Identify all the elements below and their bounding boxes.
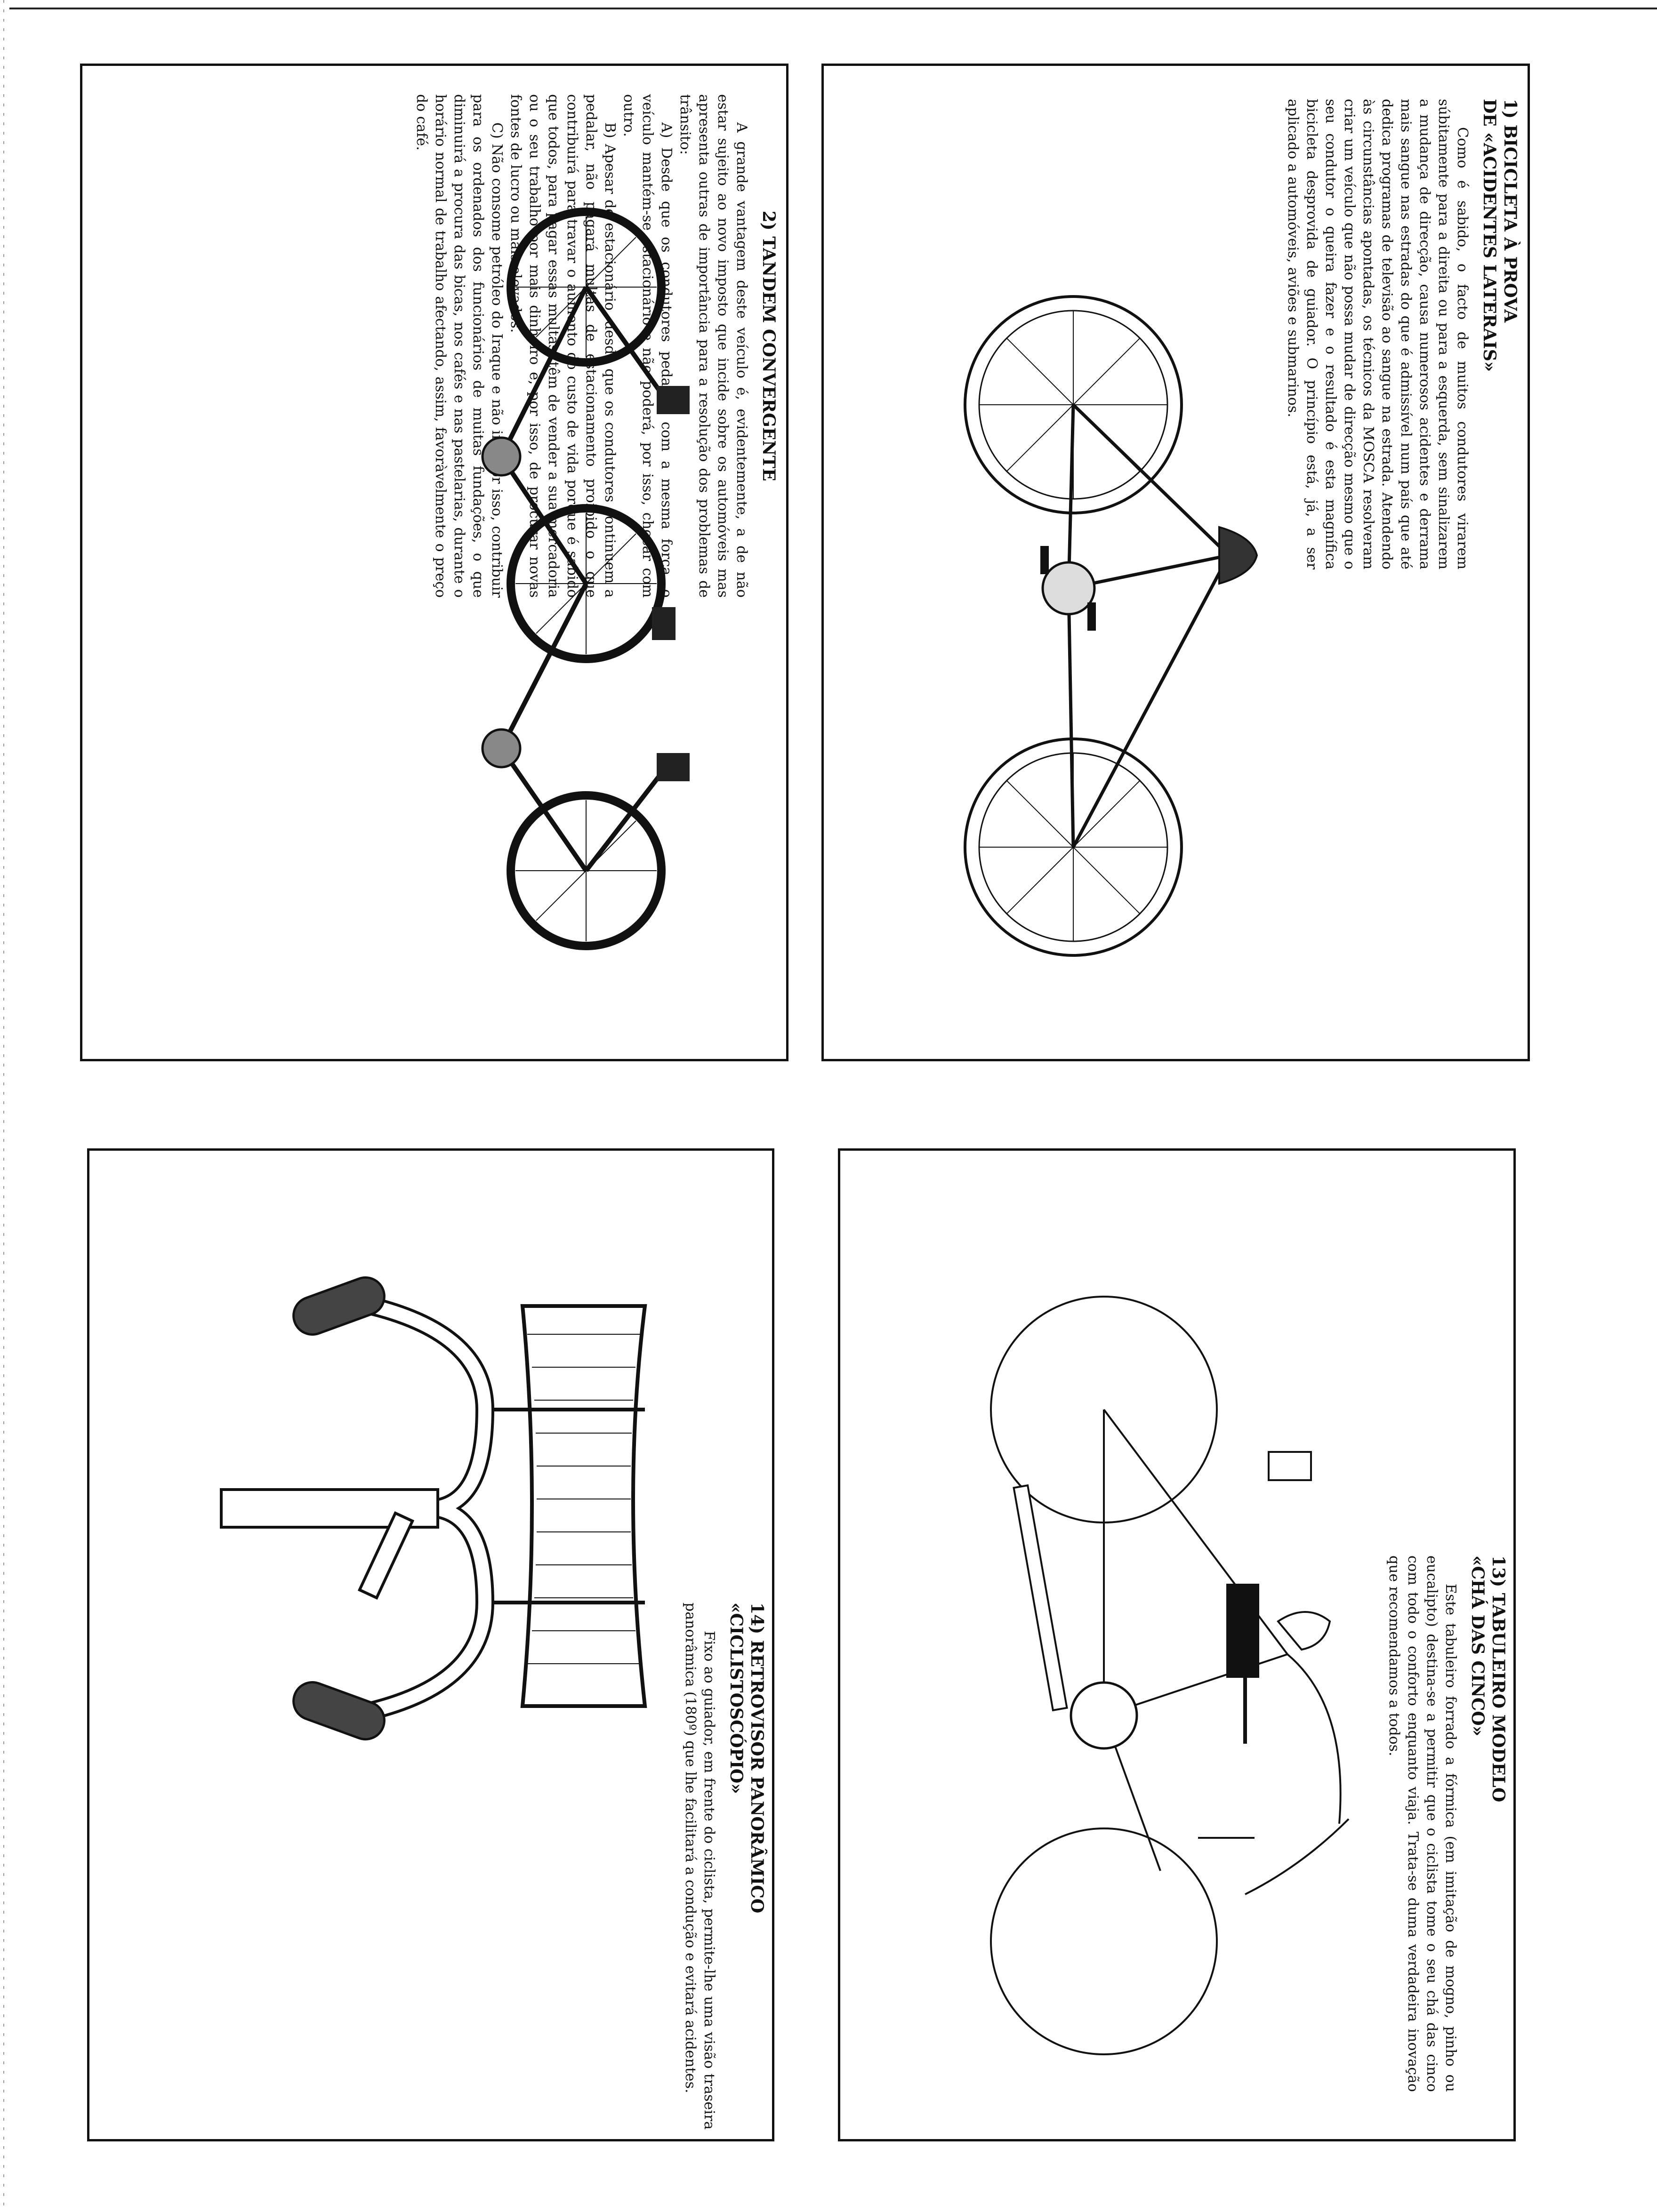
- bicycle-without-handlebar-illustration: [964, 295, 1258, 957]
- bicycle-with-tray-illustration: [990, 1296, 1350, 2055]
- three-wheel-tandem-illustration: [481, 208, 690, 950]
- article-body: Este tabuleiro forrado a fórmica (em imi…: [1384, 1555, 1460, 2092]
- article-title: 1) BICICLETA À PROVA DE «ACIDENTES LATER…: [1480, 99, 1520, 372]
- panel-tandem-convergente: 2) TANDEM CONVERGENTE A grande vantagem …: [80, 64, 788, 1061]
- article-paragraph: Como é sabido, o facto de muitos conduto…: [1285, 99, 1471, 569]
- article-paragraph: Fixo ao guiador, em frente do ciclista, …: [682, 1603, 717, 2130]
- article-title: 13) TABULEIRO MODELO «CHÁ DAS CINCO»: [1468, 1555, 1508, 1803]
- panel-bicicleta-acidentes-laterais: 1) BICICLETA À PROVA DE «ACIDENTES LATER…: [821, 64, 1530, 1061]
- article-paragraph: Este tabuleiro forrado a fórmica (em imi…: [1386, 1555, 1459, 2092]
- handlebar-mirror-illustration: [220, 1276, 647, 1741]
- panel-tabuleiro-cha-das-cinco: 13) TABULEIRO MODELO «CHÁ DAS CINCO» Est…: [838, 1148, 1516, 2141]
- panel-retrovisor-ciclistoscopio: 14) RETROVISOR PANORÂMICO «CICLISTOSCÓPI…: [87, 1148, 774, 2141]
- article-body: Como é sabido, o facto de muitos conduto…: [1283, 99, 1472, 569]
- article-body: Fixo ao guiador, em frente do ciclista, …: [681, 1603, 718, 2130]
- article-title: 2) TANDEM CONVERGENTE: [759, 210, 779, 481]
- article-title: 14) RETROVISOR PANORÂMICO «CICLISTOSCÓPI…: [726, 1603, 767, 1914]
